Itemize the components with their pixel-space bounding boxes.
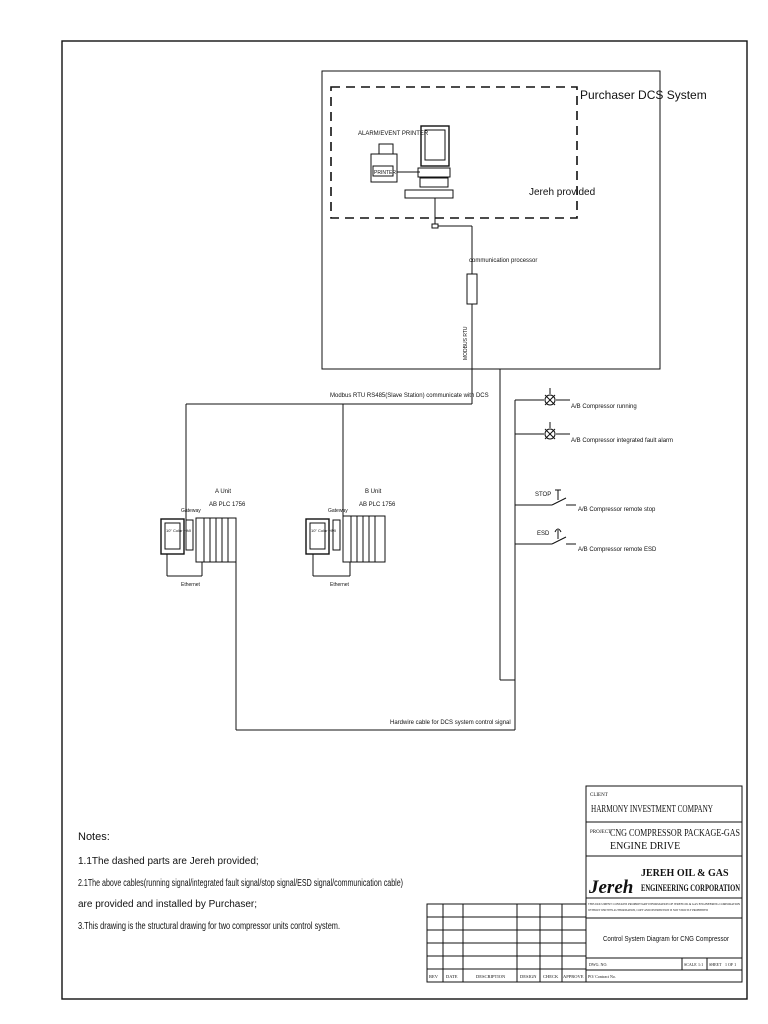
unit-a-hmi (160, 518, 185, 555)
scale-label: SCALE (684, 962, 697, 967)
signal-fault: A/B Compressor integrated fault alarm (515, 422, 673, 444)
dcs-dashed-box (330, 86, 578, 219)
sheet-label: SHEET (709, 962, 722, 967)
signal-esd-label: A/B Compressor remote ESD (578, 547, 657, 553)
rev-header-check: CHECK (543, 974, 559, 979)
company-line-2: ENGINEERING CORPORATION (641, 883, 740, 893)
jereh-provided-label: Jereh provided (529, 187, 595, 198)
fine-print-2: WITHOUT WRITTEN AUTHORIZATION, COPY AND … (588, 908, 708, 913)
unit-b-title: B Unit (365, 489, 382, 495)
unit-a-title: A Unit (215, 489, 231, 495)
project-line-2: ENGINE DRIVE (610, 841, 680, 852)
client-name: HARMONY INVESTMENT COMPANY (591, 804, 713, 815)
printer-caption: ALARM/EVENT PRINTER (358, 131, 429, 137)
stop-tag: STOP (535, 492, 551, 498)
unit-a-plc: AB PLC 1756 (209, 502, 246, 508)
scale-value: 1:1 (698, 962, 703, 967)
unit-b-gateway: Gateway (328, 508, 348, 514)
company-logo: Jereh (588, 877, 633, 898)
modbus-vertical-label: MODBUS RTU (463, 326, 469, 360)
signal-running: A/B Compressor running (515, 388, 637, 410)
title-block: CLIENT HARMONY INVESTMENT COMPANY PROJEC… (585, 785, 743, 983)
unit-b-hmi-label: 10" Color HMI (311, 528, 336, 533)
note-line-1: 1.1The dashed parts are Jereh provided; (78, 856, 259, 867)
signal-stop-label: A/B Compressor remote stop (578, 507, 656, 513)
rev-header-description: DESCRIPTION (476, 974, 506, 979)
note-line-3: are provided and installed by Purchaser; (78, 899, 257, 910)
esd-tag: ESD (537, 531, 550, 537)
signal-running-label: A/B Compressor running (571, 404, 637, 410)
unit-a-hmi-label: 10" Color HMI (166, 528, 191, 533)
project-line-1: CNG COMPRESSOR PACKAGE-GAS (610, 828, 740, 839)
printer-label: PRINTER (374, 170, 396, 176)
unit-b-plc-rack (342, 515, 386, 563)
signal-stop: STOP A/B Compressor remote stop (515, 489, 656, 513)
comm-processor-device (466, 273, 478, 305)
unit-b-plc: AB PLC 1756 (359, 502, 396, 508)
unit-a-gateway-device (185, 519, 194, 551)
fine-print-1: THIS DOCUMENT CONTAINS PROPRIETARY INFOR… (588, 902, 740, 906)
contract-label: PO/ Contract No. (588, 974, 616, 979)
dcs-outer-box (321, 70, 661, 370)
notes-heading: Notes: (78, 831, 110, 843)
notes: Notes: 1.1The dashed parts are Jereh pro… (78, 831, 403, 932)
unit-a: A Unit AB PLC 1756 Gateway 10" Color HMI… (160, 489, 246, 588)
comm-processor-label: communication processor (469, 258, 537, 264)
hardwire-cable-label: Hardwire cable for DCS system control si… (390, 720, 511, 726)
revision-table: REV DATE DESCRIPTION DESIGN CHECK APPROV… (426, 903, 587, 983)
drawing-title: Control System Diagram for CNG Compresso… (603, 936, 730, 943)
dwg-no-label: DWG. NO. (589, 962, 607, 967)
modbus-bus-label: Modbus RTU RS485(Slave Station) communic… (330, 393, 489, 399)
client-label: CLIENT (590, 793, 608, 798)
note-line-4: 3.This drawing is the structural drawing… (78, 921, 340, 932)
unit-b-gateway-device (332, 519, 341, 551)
unit-b: B Unit AB PLC 1756 Gateway 10" Color HMI… (305, 489, 396, 588)
project-label: PROJECT (590, 830, 611, 835)
unit-b-hmi (305, 518, 330, 555)
rev-header-date: DATE (446, 974, 458, 979)
drawing-border (61, 40, 748, 1000)
dcs-computer-icon (404, 125, 454, 229)
signal-fault-label: A/B Compressor integrated fault alarm (571, 438, 673, 444)
dcs-title: Purchaser DCS System (580, 88, 707, 102)
alarm-printer: ALARM/EVENT PRINTER PRINTER (358, 131, 429, 183)
sheet-value: 1 OF 1 (725, 962, 736, 967)
rev-header-design: DESIGN (520, 974, 537, 979)
rev-header-approve: APPROVE (563, 974, 584, 979)
note-line-2: 2.1The above cables(running signal/integ… (78, 878, 403, 889)
rev-header-rev: REV (429, 974, 439, 979)
unit-a-gateway: Gateway (181, 508, 201, 514)
company-line-1: JEREH OIL & GAS (641, 868, 729, 879)
unit-b-ethernet: Ethernet (330, 582, 350, 588)
signal-esd: ESD A/B Compressor remote ESD (515, 528, 657, 553)
unit-a-ethernet: Ethernet (181, 582, 201, 588)
